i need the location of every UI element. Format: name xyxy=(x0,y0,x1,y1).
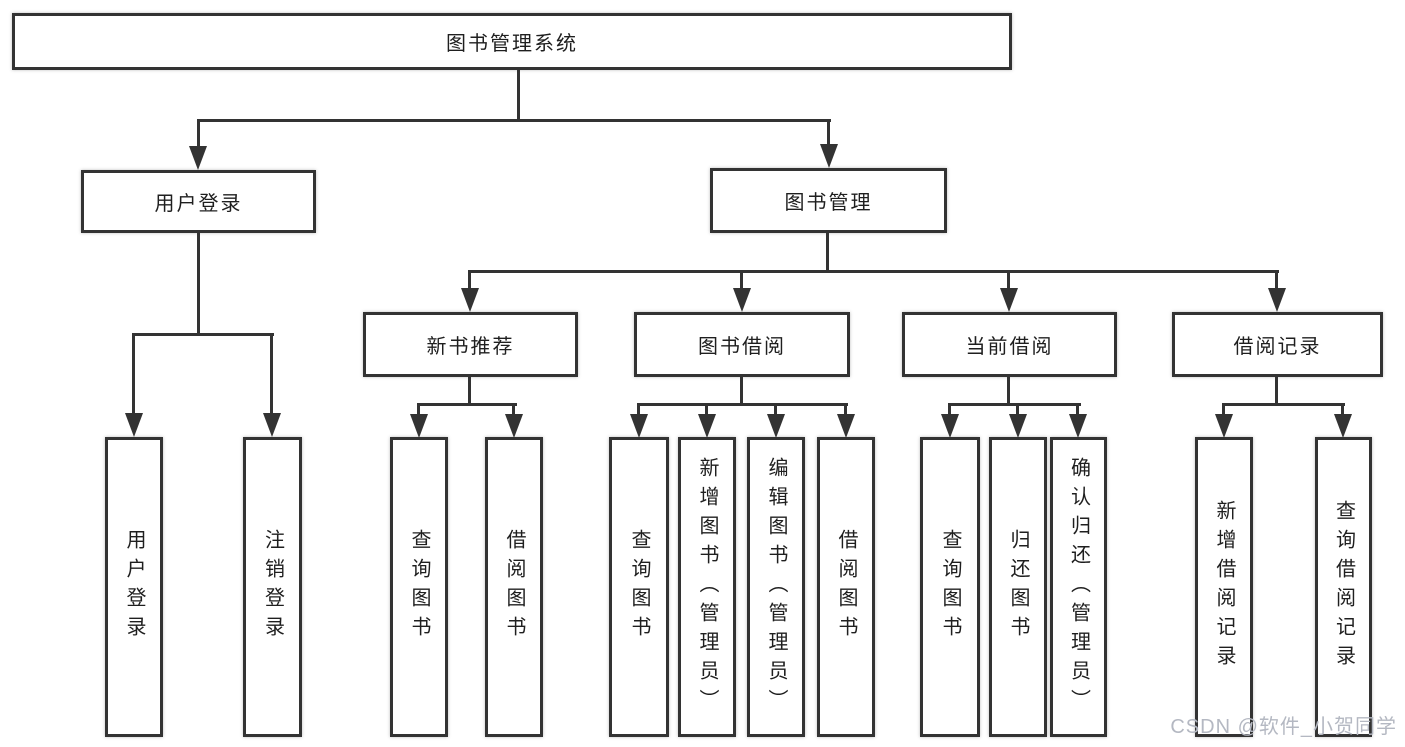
arrow-down-icon xyxy=(767,414,785,438)
leaf-query-books-rec: 查询图书 xyxy=(390,437,448,737)
arrow-down-icon xyxy=(189,146,207,170)
node-new-book-recommend-label: 新书推荐 xyxy=(426,336,515,358)
connector-line xyxy=(1341,403,1344,416)
connector-line xyxy=(468,270,1279,273)
node-current-borrowing-label: 当前借阅 xyxy=(965,336,1054,358)
leaf-edit-books-admin-label: 编辑图书（管理员） xyxy=(765,456,787,718)
arrow-down-icon xyxy=(505,414,523,438)
arrow-down-icon xyxy=(410,414,428,438)
connector-line xyxy=(1222,403,1225,416)
connector-line xyxy=(948,403,951,416)
connector-line xyxy=(1016,403,1019,416)
leaf-query-books-borrow-label: 查询图书 xyxy=(628,529,650,645)
connector-line xyxy=(270,333,273,413)
node-book-management-label: 图书管理 xyxy=(784,192,873,214)
leaf-return-books-label: 归还图书 xyxy=(1007,529,1029,645)
node-user-login-label: 用户登录 xyxy=(154,193,243,215)
leaf-edit-books-admin: 编辑图书（管理员） xyxy=(747,437,805,737)
leaf-add-borrow-record: 新增借阅记录 xyxy=(1195,437,1253,737)
leaf-user-login: 用户登录 xyxy=(105,437,163,737)
leaf-query-books-borrow: 查询图书 xyxy=(609,437,669,737)
node-current-borrowing: 当前借阅 xyxy=(902,312,1117,377)
arrow-down-icon xyxy=(1069,414,1087,438)
connector-line xyxy=(1076,403,1079,416)
connector-line xyxy=(1222,403,1345,406)
arrow-down-icon xyxy=(698,414,716,438)
leaf-add-borrow-record-label: 新增借阅记录 xyxy=(1213,500,1235,674)
node-root-label: 图书管理系统 xyxy=(446,33,578,55)
arrow-down-icon xyxy=(1009,414,1027,438)
node-borrowing-records-label: 借阅记录 xyxy=(1233,336,1322,358)
connector-line xyxy=(468,377,471,406)
arrow-down-icon xyxy=(1268,288,1286,312)
leaf-add-books-admin: 新增图书（管理员） xyxy=(678,437,736,737)
arrow-down-icon xyxy=(941,414,959,438)
leaf-user-login-label: 用户登录 xyxy=(123,529,145,645)
arrow-down-icon xyxy=(837,414,855,438)
leaf-query-books-current: 查询图书 xyxy=(920,437,980,737)
connector-line xyxy=(826,233,829,273)
connector-line xyxy=(517,69,520,122)
leaf-return-books: 归还图书 xyxy=(989,437,1047,737)
csdn-watermark: CSDN @软件_小贺同学 xyxy=(1170,716,1397,738)
node-new-book-recommend: 新书推荐 xyxy=(363,312,578,377)
connector-line xyxy=(637,403,640,416)
connector-line xyxy=(1275,270,1278,290)
connector-line xyxy=(197,119,831,122)
leaf-logout-label: 注销登录 xyxy=(261,529,284,645)
connector-line xyxy=(197,233,200,336)
arrow-down-icon xyxy=(733,288,751,312)
leaf-query-borrow-record-label: 查询借阅记录 xyxy=(1332,500,1355,674)
node-book-borrowing-label: 图书借阅 xyxy=(698,336,786,358)
arrow-down-icon xyxy=(630,414,648,438)
connector-line xyxy=(132,333,274,336)
connector-line xyxy=(197,119,200,148)
arrow-down-icon xyxy=(1215,414,1233,438)
arrow-down-icon xyxy=(1334,414,1352,438)
leaf-query-borrow-record: 查询借阅记录 xyxy=(1315,437,1372,737)
connector-line xyxy=(512,403,515,416)
node-book-borrowing: 图书借阅 xyxy=(634,312,850,377)
node-borrowing-records: 借阅记录 xyxy=(1172,312,1383,377)
leaf-add-books-admin-label: 新增图书（管理员） xyxy=(696,456,718,718)
node-book-management: 图书管理 xyxy=(710,168,947,233)
connector-line xyxy=(132,333,135,413)
connector-line xyxy=(1007,270,1010,290)
node-user-login: 用户登录 xyxy=(81,170,316,233)
connector-line xyxy=(417,403,517,406)
arrow-down-icon xyxy=(461,288,479,312)
leaf-query-books-current-label: 查询图书 xyxy=(939,529,961,645)
leaf-borrow-books-label: 借阅图书 xyxy=(835,529,857,645)
connector-line xyxy=(774,403,777,416)
leaf-borrow-books: 借阅图书 xyxy=(817,437,875,737)
connector-line xyxy=(844,403,847,416)
leaf-logout: 注销登录 xyxy=(243,437,302,737)
connector-line xyxy=(740,270,743,290)
connector-line xyxy=(827,119,830,146)
leaf-borrow-books-rec-label: 借阅图书 xyxy=(503,529,525,645)
arrow-down-icon xyxy=(125,413,143,437)
connector-line xyxy=(705,403,708,416)
connector-line xyxy=(740,377,743,406)
connector-line xyxy=(417,403,420,416)
leaf-borrow-books-rec: 借阅图书 xyxy=(485,437,543,737)
connector-line xyxy=(948,403,1081,406)
connector-line xyxy=(468,270,471,290)
leaf-confirm-return-admin-label: 确认归还（管理员） xyxy=(1067,456,1090,718)
leaf-query-books-rec-label: 查询图书 xyxy=(408,529,430,645)
node-root: 图书管理系统 xyxy=(12,13,1012,70)
connector-line xyxy=(637,403,848,406)
arrow-down-icon xyxy=(820,144,838,168)
connector-line xyxy=(1007,377,1010,406)
leaf-confirm-return-admin: 确认归还（管理员） xyxy=(1050,437,1107,737)
arrow-down-icon xyxy=(1000,288,1018,312)
connector-line xyxy=(1275,377,1278,406)
arrow-down-icon xyxy=(263,413,281,437)
